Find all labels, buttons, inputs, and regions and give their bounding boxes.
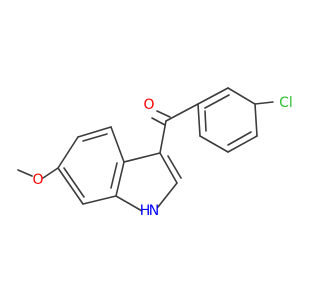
bond-c7-c7a bbox=[82, 195, 117, 205]
nitrogen-n-label: N bbox=[149, 203, 159, 219]
bond-ph-1 bbox=[197, 87, 229, 105]
oxygen-methoxy-label: O bbox=[32, 172, 43, 188]
bond-c6-c7 bbox=[57, 167, 84, 205]
bond-ph-3 bbox=[254, 103, 258, 137]
molecule-diagram: O Cl O H N bbox=[17, 87, 293, 219]
bond-c3-c2-inner bbox=[167, 155, 182, 179]
bond-co-ph bbox=[165, 103, 199, 122]
bond-ph-cl bbox=[254, 101, 274, 105]
bond-c2-n1 bbox=[157, 182, 178, 208]
bond-n1-c7a bbox=[115, 195, 143, 212]
bond-c3a-c4 bbox=[110, 126, 125, 163]
bond-c7a-c3a bbox=[115, 161, 125, 197]
bond-ph-inner-3 bbox=[204, 110, 207, 132]
bond-c5-c6 bbox=[57, 136, 79, 169]
bond-carbonyl-1 bbox=[156, 110, 171, 118]
bond-c3-c2 bbox=[159, 152, 178, 184]
bond-c4-c5 bbox=[77, 126, 112, 138]
nitrogen-h-label: H bbox=[140, 203, 151, 219]
bond-ph-inner-1 bbox=[204, 94, 230, 109]
bond-benz-inner-2 bbox=[63, 167, 85, 198]
bond-co-c3 bbox=[159, 120, 167, 154]
bond-c6-o bbox=[42, 167, 59, 179]
bond-o-me bbox=[17, 169, 33, 177]
structure-svg: O Cl O H N bbox=[17, 87, 293, 219]
bond-benz-inner-3 bbox=[110, 162, 118, 189]
bond-benz-inner-1 bbox=[82, 133, 108, 142]
bond-ph-4 bbox=[227, 135, 258, 153]
oxygen-carbonyl-label: O bbox=[143, 97, 154, 113]
bond-ph-inner-2 bbox=[227, 131, 252, 146]
bond-c3a-c3 bbox=[123, 152, 161, 163]
chlorine-label: Cl bbox=[279, 95, 293, 111]
bond-carbonyl-2 bbox=[151, 117, 166, 126]
bond-ph-5 bbox=[199, 135, 229, 153]
bond-ph-6 bbox=[197, 103, 201, 137]
bond-ph-2 bbox=[227, 87, 256, 105]
